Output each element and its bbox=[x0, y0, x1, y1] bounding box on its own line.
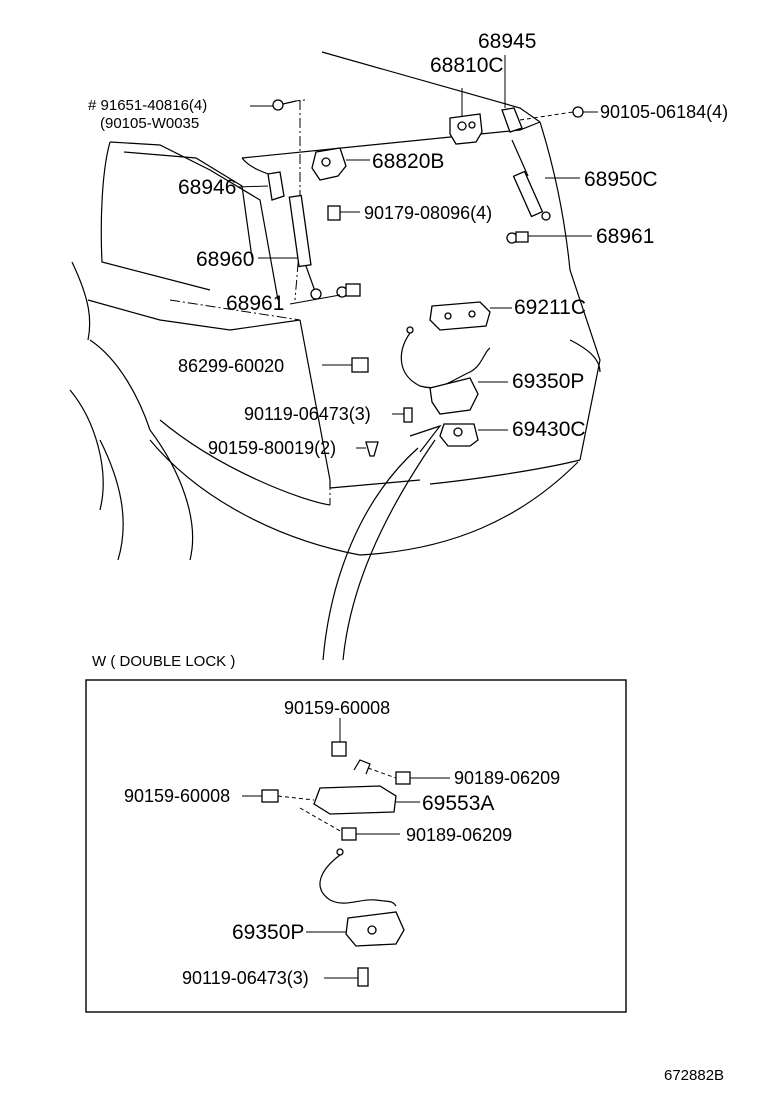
inset-frame bbox=[85, 679, 627, 1013]
stud-68945 bbox=[501, 55, 523, 133]
label-90119-main: 90119-06473(3) bbox=[244, 404, 371, 424]
hinge-68820b bbox=[311, 147, 370, 181]
inset-title: W ( DOUBLE LOCK ) bbox=[92, 653, 235, 670]
inset-bolt-lower bbox=[341, 827, 357, 841]
inset-label-90119: 90119-06473(3) bbox=[182, 968, 309, 988]
inset-bolt-top bbox=[331, 741, 347, 757]
inset-label-69350p: 69350P bbox=[232, 921, 304, 944]
label-69350p-main: 69350P bbox=[512, 370, 584, 393]
bolt-90119-main bbox=[392, 407, 413, 423]
inset-label-90189-lower: 90189-06209 bbox=[406, 825, 512, 845]
screw-90159-80019 bbox=[356, 441, 379, 457]
inset-bolt-upper-right bbox=[395, 771, 411, 785]
label-68820b: 68820B bbox=[372, 150, 444, 173]
hinge-bracket-68810c bbox=[449, 88, 483, 145]
lock-assembly-69350p bbox=[400, 326, 508, 415]
ball-stud-68961-left bbox=[289, 283, 361, 305]
inset-label-90159-top: 90159-60008 bbox=[284, 698, 390, 718]
inset-label-90159-left: 90159-60008 bbox=[124, 786, 230, 806]
inset-parts bbox=[242, 718, 450, 987]
label-69430c: 69430C bbox=[512, 418, 586, 441]
diagram-code: 672882B bbox=[664, 1067, 724, 1084]
label-68810c: 68810C bbox=[430, 54, 504, 77]
label-91651: # 91651-40816(4) bbox=[88, 97, 207, 114]
label-68961-right: 68961 bbox=[596, 225, 654, 248]
inset-bolt-bottom bbox=[357, 967, 369, 987]
label-68946: 68946 bbox=[178, 176, 236, 199]
bracket-68946 bbox=[237, 171, 285, 201]
actuator-69553a bbox=[313, 785, 397, 815]
bolt-91651 bbox=[250, 99, 306, 111]
inset-label-90189-upper: 90189-06209 bbox=[454, 768, 560, 788]
label-68945: 68945 bbox=[478, 30, 536, 53]
bolt-90105-06184 bbox=[519, 106, 598, 121]
connector-86299 bbox=[322, 357, 369, 373]
vehicle-body-outline bbox=[69, 51, 601, 661]
striker-69430c bbox=[439, 423, 508, 447]
nut-90179 bbox=[327, 205, 360, 221]
ball-stud-68961-right bbox=[506, 231, 592, 244]
label-68961-left: 68961 bbox=[226, 292, 284, 315]
gas-strut-68960 bbox=[258, 194, 322, 300]
label-90159-80019: 90159-80019(2) bbox=[208, 438, 336, 458]
label-90105-w0035: (90105-W0035 bbox=[100, 115, 199, 132]
label-68960: 68960 bbox=[196, 248, 254, 271]
handle-69211c bbox=[429, 301, 512, 331]
label-90179: 90179-08096(4) bbox=[364, 203, 492, 223]
label-90105-06184: 90105-06184(4) bbox=[600, 102, 728, 122]
label-68950c: 68950C bbox=[584, 168, 658, 191]
inset-bolt-left bbox=[261, 789, 279, 803]
inset-label-69553a: 69553A bbox=[422, 792, 494, 815]
label-69211c: 69211C bbox=[514, 296, 586, 319]
gas-strut-68950c bbox=[511, 139, 580, 221]
label-86299: 86299-60020 bbox=[178, 356, 284, 376]
